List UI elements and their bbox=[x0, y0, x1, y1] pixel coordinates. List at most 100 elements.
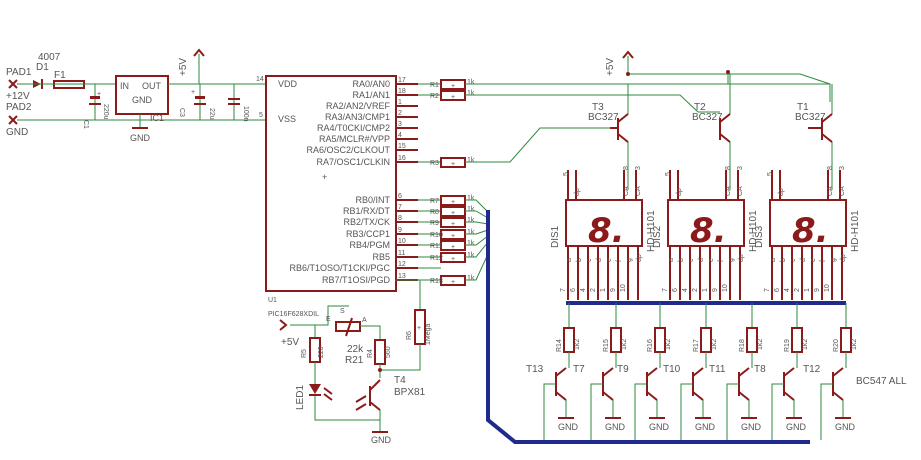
seg-resistor-value: 1k2 bbox=[574, 339, 581, 350]
seg-transistor-label: T13 bbox=[526, 364, 544, 375]
mcu-rb-pin-name: RB6/T1OSO/T1CKI/PGC bbox=[289, 263, 390, 273]
seg-resistor-label: R19 bbox=[784, 339, 791, 352]
mcu-ra-pin-name: RA5/MCLR#/VPP bbox=[319, 134, 390, 144]
seg-resistor-label: R16 bbox=[647, 339, 654, 352]
seg-resistor-value: 1k2 bbox=[621, 339, 628, 350]
gnd-left-label: GND bbox=[6, 127, 28, 138]
mcu-rb-pin-num: 9 bbox=[398, 227, 402, 234]
rb-resistor-value: 1k bbox=[467, 240, 475, 247]
mcu-pin5-label: 5 bbox=[259, 112, 263, 119]
r2-label: R2 bbox=[430, 93, 439, 100]
display-pin-5: 5 bbox=[767, 172, 774, 176]
display-pin-dp: dp bbox=[778, 188, 785, 196]
r2-plus: + bbox=[451, 94, 455, 101]
display-seg-label: f bbox=[616, 260, 623, 262]
mcu-ra-pin-name: RA4/T0CKI/CMP2 bbox=[317, 123, 390, 133]
seg-transistor-label: T9 bbox=[617, 364, 629, 375]
display-seg-num: 7 bbox=[764, 288, 771, 292]
display-pin-3: 3 bbox=[737, 166, 744, 170]
display-seg-label: g bbox=[728, 258, 735, 262]
mcu-rb-pin-name: RB7/T1OSI/PGD bbox=[322, 275, 391, 285]
seg-resistor-label: R14 bbox=[556, 339, 563, 352]
display-seg-label: dp bbox=[636, 254, 643, 262]
display-seg-num: 1 bbox=[600, 288, 607, 292]
r3-value: 1k bbox=[467, 157, 475, 164]
rb-resistor-plus: + bbox=[451, 256, 455, 263]
display-pin-3: 3 bbox=[839, 166, 846, 170]
display-seg-num: 4 bbox=[580, 288, 587, 292]
phototransistor-icon bbox=[355, 379, 381, 411]
display-seg-num: 6 bbox=[570, 288, 577, 292]
t1-label: T1 bbox=[797, 102, 809, 113]
t3-label: T3 bbox=[592, 102, 604, 113]
rb-resistor-plus: + bbox=[451, 210, 455, 217]
plus5v-arrow-icon-2 bbox=[622, 50, 634, 59]
display-pin-8: 8 bbox=[827, 166, 834, 170]
seg-resistor-label: R18 bbox=[739, 339, 746, 352]
display-seg-label: e bbox=[708, 258, 715, 262]
r3-plus: + bbox=[451, 161, 455, 168]
display-seg-num: 9 bbox=[712, 288, 719, 292]
display-pin-ca: CA bbox=[635, 186, 642, 196]
pad1-label: PAD1 bbox=[6, 67, 32, 78]
pot-e-label: E bbox=[326, 316, 331, 323]
seg-resistor-value: 1k2 bbox=[851, 339, 858, 350]
rb-resistor-label: R8 bbox=[430, 209, 439, 216]
r1-label: R1 bbox=[430, 82, 439, 89]
seg-transistor-label: T11 bbox=[709, 364, 726, 375]
seg-resistor-label: R20 bbox=[833, 339, 840, 352]
display-digit: 8. bbox=[792, 211, 829, 251]
reg-gnd-label: GND bbox=[132, 95, 153, 105]
display-seg-num: 4 bbox=[682, 288, 689, 292]
display-seg-num: 7 bbox=[560, 288, 567, 292]
display-seg-label: dp bbox=[738, 254, 745, 262]
rb-resistor-value: 1k bbox=[467, 206, 475, 213]
reg-in-label: IN bbox=[120, 81, 129, 91]
display-pin-dp: dp bbox=[676, 188, 683, 196]
mcu-ra-pin-name: RA0/AN0 bbox=[352, 79, 390, 89]
seg-resistor-value: 1k2 bbox=[711, 339, 718, 350]
display-pin-ca: CA bbox=[623, 186, 630, 196]
seg-resistor-value: 1k2 bbox=[757, 339, 764, 350]
seg-transistor-label: T8 bbox=[754, 364, 766, 375]
display-name: DIS2 bbox=[652, 225, 663, 248]
seg-resistor-body bbox=[563, 327, 575, 353]
display-part: HD-H101 bbox=[646, 210, 657, 252]
r6-plus: + bbox=[417, 325, 421, 332]
display-name: DIS1 bbox=[550, 225, 561, 248]
r3-label: R3 bbox=[430, 160, 439, 167]
mcu-name-label: U1 bbox=[268, 297, 277, 304]
top-transistors: +5V T3 BC327 T2 BC327 bbox=[588, 50, 833, 190]
rb-resistor-value: 1k bbox=[467, 195, 475, 202]
seg-gnd-label: GND bbox=[605, 422, 626, 432]
display-body bbox=[667, 199, 745, 247]
plus5v-arrow-icon-3 bbox=[279, 319, 288, 331]
sensor-circuit: R6 1Mega + +5V E S A 22k R21 R4 560 R5 2… bbox=[279, 279, 432, 445]
mcu-vss-label: VSS bbox=[278, 114, 296, 124]
diode-type-label: 4007 bbox=[38, 52, 61, 63]
mcu-ra-pin-num: 16 bbox=[398, 155, 406, 162]
seg-transistor-label: T12 bbox=[803, 364, 821, 375]
mcu-rb-pin-num: 10 bbox=[398, 238, 406, 245]
display-seg-label: b bbox=[780, 258, 787, 262]
display-seg-num: 10 bbox=[722, 284, 729, 292]
display-digit: 8. bbox=[588, 211, 625, 251]
display-seg-num: 6 bbox=[774, 288, 781, 292]
seg-gnd-label: GND bbox=[649, 422, 670, 432]
regulator-ic bbox=[115, 75, 169, 115]
mcu-body bbox=[265, 75, 397, 292]
display-name: DIS3 bbox=[754, 225, 765, 248]
display-part: HD-H101 bbox=[850, 210, 861, 252]
mcu-ra-pin-num: 4 bbox=[398, 132, 402, 139]
rb-resistor-plus: + bbox=[451, 279, 455, 286]
pad2-cross-icon bbox=[8, 115, 18, 125]
mcu-vdd-label: VDD bbox=[278, 79, 298, 89]
mcu-rb-pin-num: 6 bbox=[398, 193, 402, 200]
transistor-t3-icon bbox=[610, 84, 629, 190]
t1-type: BC327 bbox=[795, 112, 826, 123]
mcu-part-label: PIC16F628XDIL bbox=[268, 311, 319, 318]
display-pin-ca: CA bbox=[839, 186, 846, 196]
display-seg-num: 9 bbox=[610, 288, 617, 292]
